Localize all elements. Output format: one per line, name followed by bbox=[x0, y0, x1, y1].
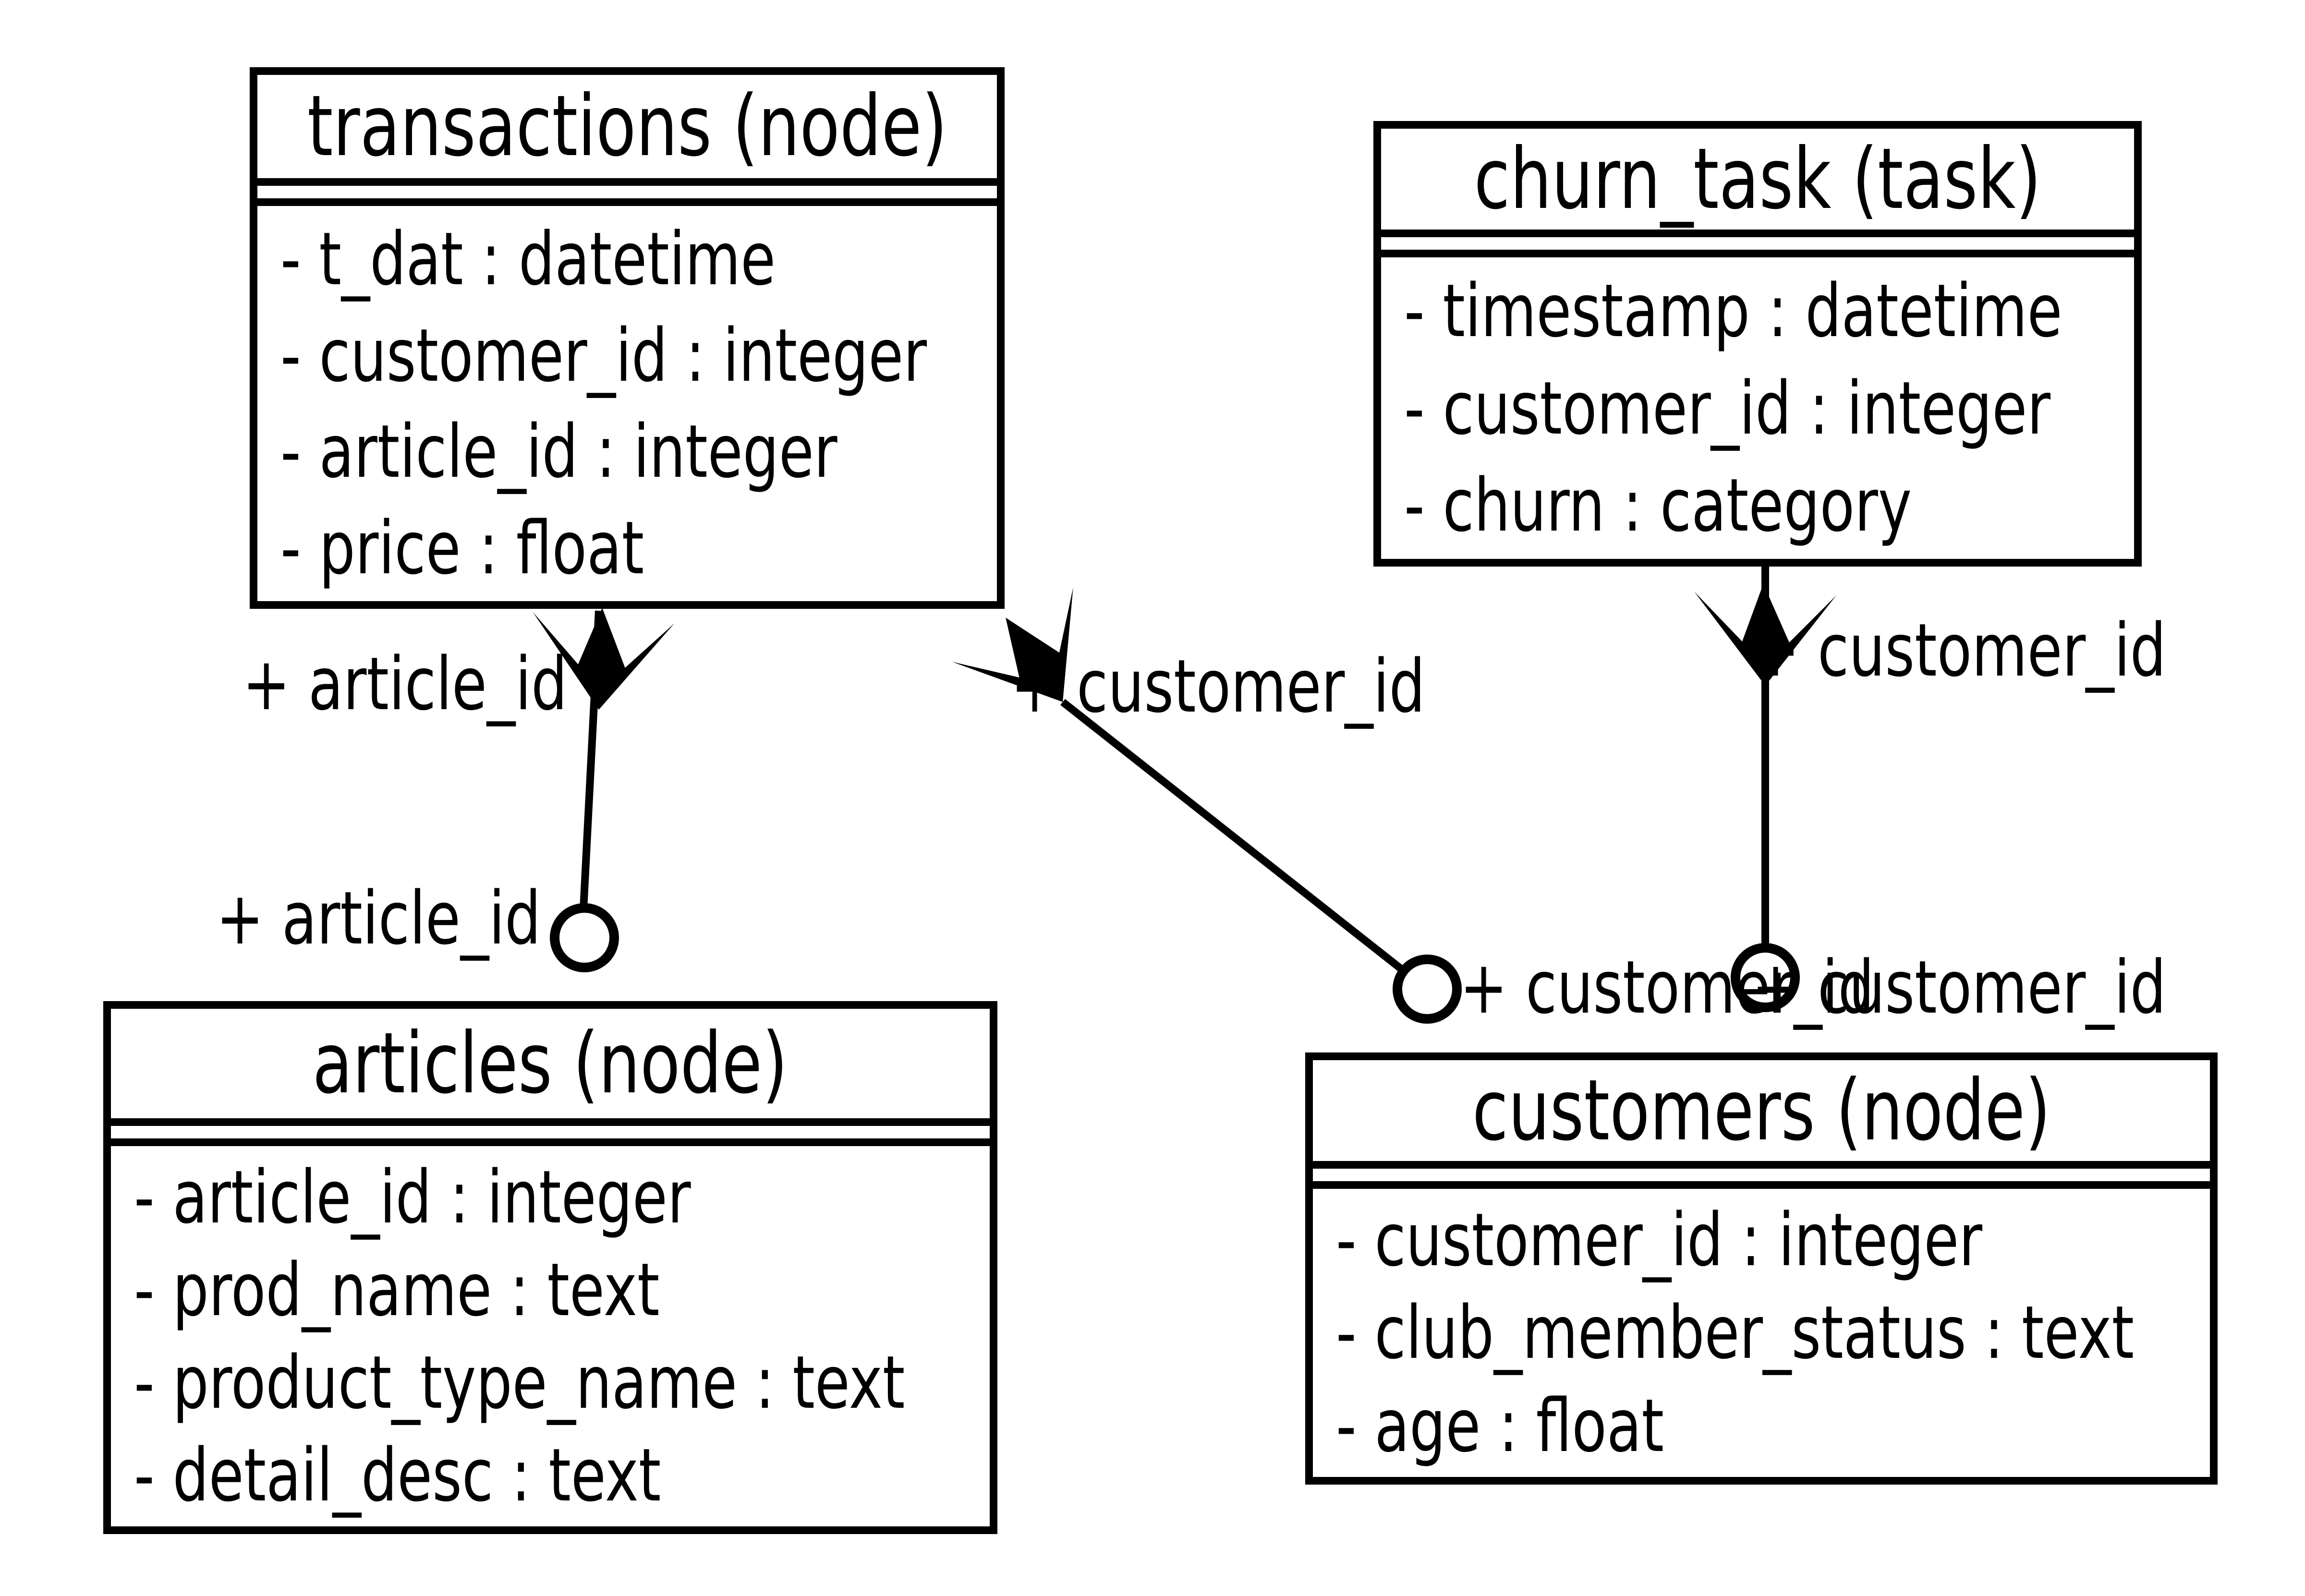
field-row: - detail_desc : text bbox=[134, 1429, 990, 1522]
edge-label-customers-customer-id: + customer_id bbox=[1460, 937, 1991, 1038]
edge-label-articles-article-id: + article_id bbox=[216, 868, 632, 969]
field-text: - product_type_name : text bbox=[134, 1340, 905, 1425]
table-articles: articles (node) - article_id : integer -… bbox=[103, 1001, 997, 1534]
field-row: - timestamp : datetime bbox=[1404, 262, 2134, 360]
edge-label-customers-customer-id-2: + customer_id bbox=[1752, 937, 2283, 1038]
title-separator bbox=[1381, 230, 2134, 257]
field-row: - product_type_name : text bbox=[134, 1336, 990, 1429]
table-customers: customers (node) - customer_id : integer… bbox=[1305, 1052, 2218, 1485]
field-text: - article_id : integer bbox=[134, 1155, 691, 1240]
table-transactions: transactions (node) - t_dat : datetime -… bbox=[250, 67, 1005, 609]
edge-label-text: + article_id bbox=[243, 641, 568, 726]
field-list: - t_dat : datetime - customer_id : integ… bbox=[257, 206, 997, 601]
relationship-line-transactions-customers bbox=[1060, 699, 1406, 974]
field-text: - customer_id : integer bbox=[280, 313, 927, 398]
table-title-text: customers (node) bbox=[1472, 1062, 2051, 1160]
edge-label-text: + customer_id bbox=[1752, 608, 2166, 693]
title-separator bbox=[257, 178, 997, 206]
table-title-text: articles (node) bbox=[313, 1015, 788, 1112]
field-row: - age : float bbox=[1336, 1379, 2210, 1472]
field-text: - age : float bbox=[1336, 1383, 1664, 1468]
field-list: - timestamp : datetime - customer_id : i… bbox=[1381, 257, 2134, 559]
edge-label-churn-task-customer-id: + customer_id bbox=[1752, 600, 2283, 701]
field-row: - article_id : integer bbox=[280, 404, 997, 500]
field-row: - customer_id : integer bbox=[1404, 360, 2134, 457]
field-text: - customer_id : integer bbox=[1404, 365, 2051, 451]
field-text: - article_id : integer bbox=[280, 409, 837, 495]
edge-label-transactions-article-id: + article_id bbox=[243, 634, 659, 735]
field-text: - prod_name : text bbox=[134, 1247, 660, 1332]
field-row: - customer_id : integer bbox=[1336, 1194, 2210, 1286]
table-churn-task: churn_task (task) - timestamp : datetime… bbox=[1373, 121, 2142, 567]
field-list: - article_id : integer - prod_name : tex… bbox=[111, 1146, 990, 1526]
field-text: - price : float bbox=[280, 506, 644, 591]
field-row: - article_id : integer bbox=[134, 1151, 990, 1244]
field-text: - club_member_status : text bbox=[1336, 1290, 2135, 1376]
table-title-text: transactions (node) bbox=[307, 78, 947, 175]
table-title: transactions (node) bbox=[257, 75, 997, 178]
edge-label-text: + customer_id bbox=[1460, 945, 1874, 1030]
table-title: customers (node) bbox=[1313, 1060, 2210, 1161]
field-text: - t_dat : datetime bbox=[280, 216, 776, 302]
field-row: - t_dat : datetime bbox=[280, 211, 997, 307]
field-text: - churn : category bbox=[1404, 463, 1912, 548]
field-row: - customer_id : integer bbox=[280, 307, 997, 404]
edge-label-text: + customer_id bbox=[1752, 945, 2166, 1030]
edge-label-text: + customer_id bbox=[1011, 644, 1425, 729]
edge-label-text: + article_id bbox=[216, 876, 541, 961]
circle-terminator-customers bbox=[1393, 955, 1462, 1024]
title-separator bbox=[111, 1118, 990, 1146]
field-text: - customer_id : integer bbox=[1336, 1197, 1983, 1283]
field-list: - customer_id : integer - club_member_st… bbox=[1313, 1189, 2210, 1477]
field-row: - prod_name : text bbox=[134, 1244, 990, 1336]
field-row: - price : float bbox=[280, 500, 997, 596]
table-title: churn_task (task) bbox=[1381, 129, 2134, 230]
field-text: - timestamp : datetime bbox=[1404, 268, 2062, 353]
table-title: articles (node) bbox=[111, 1009, 990, 1118]
title-separator bbox=[1313, 1161, 2210, 1189]
edge-label-transactions-customer-id: + customer_id bbox=[1011, 636, 1542, 737]
field-text: - detail_desc : text bbox=[134, 1433, 661, 1518]
field-row: - club_member_status : text bbox=[1336, 1286, 2210, 1379]
table-title-text: churn_task (task) bbox=[1474, 130, 2041, 228]
field-row: - churn : category bbox=[1404, 457, 2134, 554]
